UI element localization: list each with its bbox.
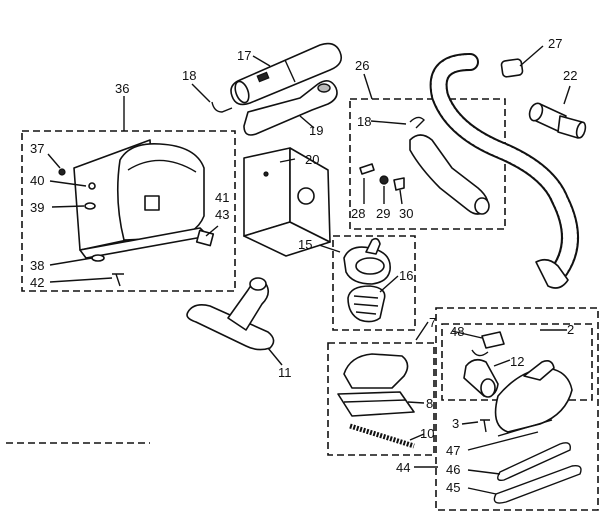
label-30: 30 — [399, 206, 413, 221]
label-26: 26 — [355, 58, 369, 73]
part-labels: 17 18 19 20 26 27 22 36 37 40 39 41 43 3… — [30, 36, 577, 495]
label-39: 39 — [30, 200, 44, 215]
tool-holder-part-36 — [58, 139, 215, 287]
label-40: 40 — [30, 173, 44, 188]
wand-tube-part-17 — [230, 42, 343, 106]
hose-part-27 — [429, 53, 579, 289]
hose-coupling-part-26 — [359, 116, 490, 215]
label-47: 47 — [446, 443, 460, 458]
leader-lines — [47, 45, 571, 495]
label-37: 37 — [30, 141, 44, 156]
label-2: 2 — [567, 322, 574, 337]
label-18: 18 — [182, 68, 196, 83]
label-12: 12 — [510, 354, 524, 369]
label-46: 46 — [446, 462, 460, 477]
group-box-36 — [21, 130, 236, 292]
label-3: 3 — [452, 416, 459, 431]
belt-part-45 — [493, 464, 582, 504]
label-28: 28 — [351, 206, 365, 221]
group-box-26 — [349, 98, 506, 230]
bracket-part-20 — [243, 147, 331, 257]
label-8: 8 — [426, 396, 433, 411]
label-27: 27 — [548, 36, 562, 51]
label-20: 20 — [305, 152, 319, 167]
label-11: 11 — [278, 365, 292, 380]
label-48: 48 — [450, 324, 464, 339]
label-22: 22 — [563, 68, 577, 83]
label-17: 17 — [237, 48, 251, 63]
label-29: 29 — [376, 206, 390, 221]
belt-part-46 — [497, 442, 571, 482]
label-38: 38 — [30, 258, 44, 273]
label-10: 10 — [420, 426, 434, 441]
brush-insert-part-16 — [347, 285, 386, 323]
label-42: 42 — [30, 275, 44, 290]
label-15: 15 — [298, 237, 312, 252]
label-18b: 18 — [357, 114, 371, 129]
group-box-7 — [327, 342, 435, 456]
nozzle-part-2 — [463, 331, 573, 437]
label-43: 43 — [215, 207, 229, 222]
floor-tool-part-7 — [337, 353, 415, 449]
label-36: 36 — [115, 81, 129, 96]
crevice-tool-part-19 — [243, 80, 338, 136]
label-16: 16 — [399, 268, 413, 283]
group-box-2-outer — [435, 307, 599, 511]
label-41: 41 — [215, 190, 229, 205]
connector-part-22 — [528, 102, 587, 139]
clip-part-18 — [211, 101, 233, 113]
label-45: 45 — [446, 480, 460, 495]
label-7: 7 — [429, 315, 436, 330]
label-19: 19 — [309, 123, 323, 138]
upholstery-nozzle-part-11 — [186, 277, 275, 351]
label-44: 44 — [396, 460, 410, 475]
dusting-brush-part-15 — [343, 237, 391, 285]
